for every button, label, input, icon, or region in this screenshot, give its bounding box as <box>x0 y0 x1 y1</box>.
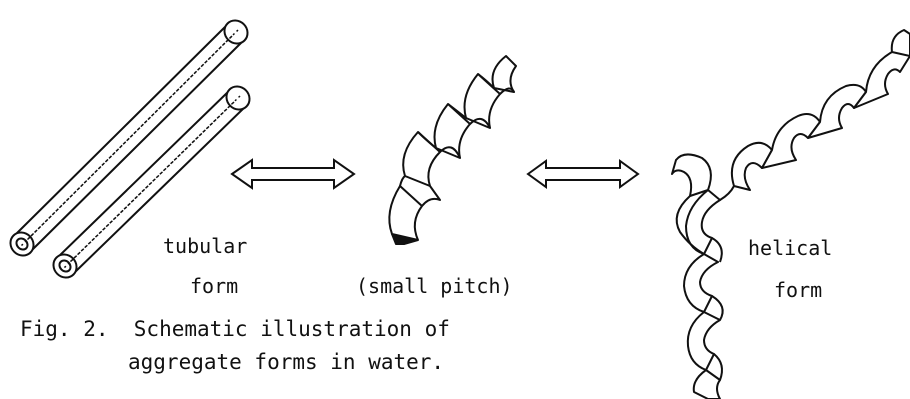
helical-ribbon-upper <box>730 29 910 191</box>
label-tubular-form: form <box>190 274 239 298</box>
helix-junction <box>719 185 735 201</box>
double-arrow-right <box>526 159 640 189</box>
label-small-pitch: (small pitch) <box>356 274 513 298</box>
tube-back <box>9 19 249 257</box>
label-tubular: tubular <box>163 234 248 258</box>
helical-ribbon-lower <box>671 153 724 399</box>
figure-caption-line2: aggregate forms in water. <box>128 350 445 374</box>
figure-caption-line1: Fig. 2. Schematic illustration of <box>20 317 450 341</box>
double-arrow-left <box>230 158 356 190</box>
label-helical: helical <box>748 236 833 260</box>
tube-front <box>52 85 251 279</box>
label-helical-form: form <box>774 278 823 302</box>
small-pitch-helix <box>388 55 517 245</box>
